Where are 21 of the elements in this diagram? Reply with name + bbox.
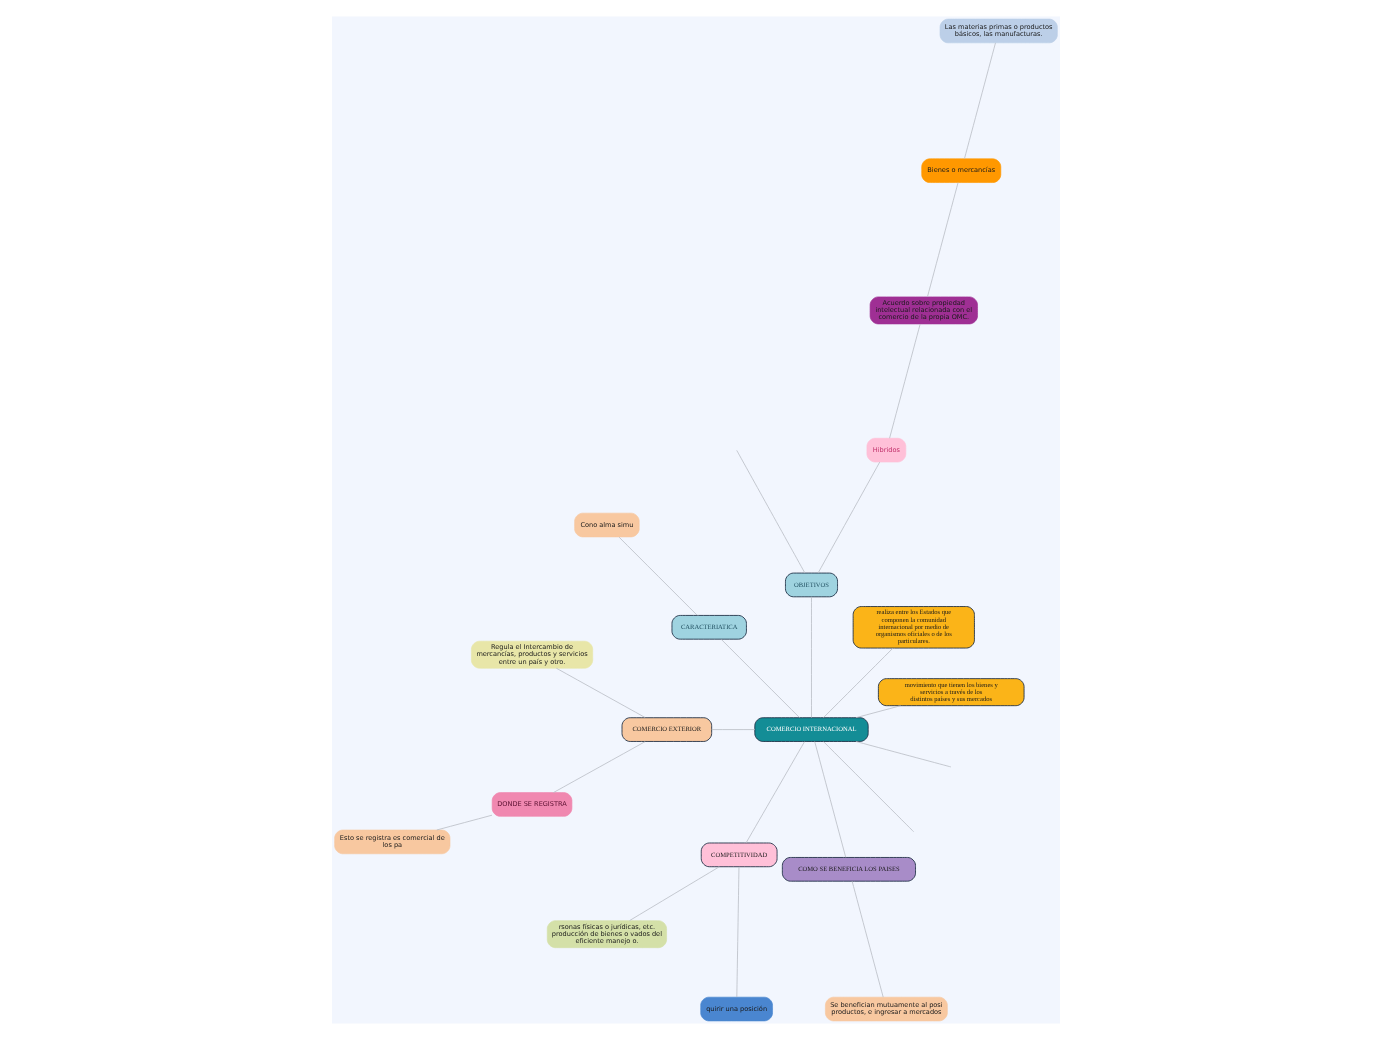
connector (721, 639, 800, 719)
connector (736, 866, 740, 998)
connector (736, 450, 806, 574)
connector (855, 705, 901, 719)
connector (556, 667, 646, 718)
connector (927, 182, 959, 298)
connector (711, 729, 756, 730)
connector (823, 741, 914, 833)
connector (629, 866, 720, 921)
connector (823, 647, 894, 719)
connector (553, 741, 646, 793)
connector (814, 741, 847, 858)
connector (745, 741, 805, 844)
connector (811, 596, 812, 718)
connector (618, 536, 698, 616)
connector (855, 741, 952, 768)
connector (851, 880, 884, 998)
connector (436, 814, 493, 831)
connector (889, 323, 921, 439)
connector (964, 42, 996, 160)
connector (817, 461, 881, 574)
